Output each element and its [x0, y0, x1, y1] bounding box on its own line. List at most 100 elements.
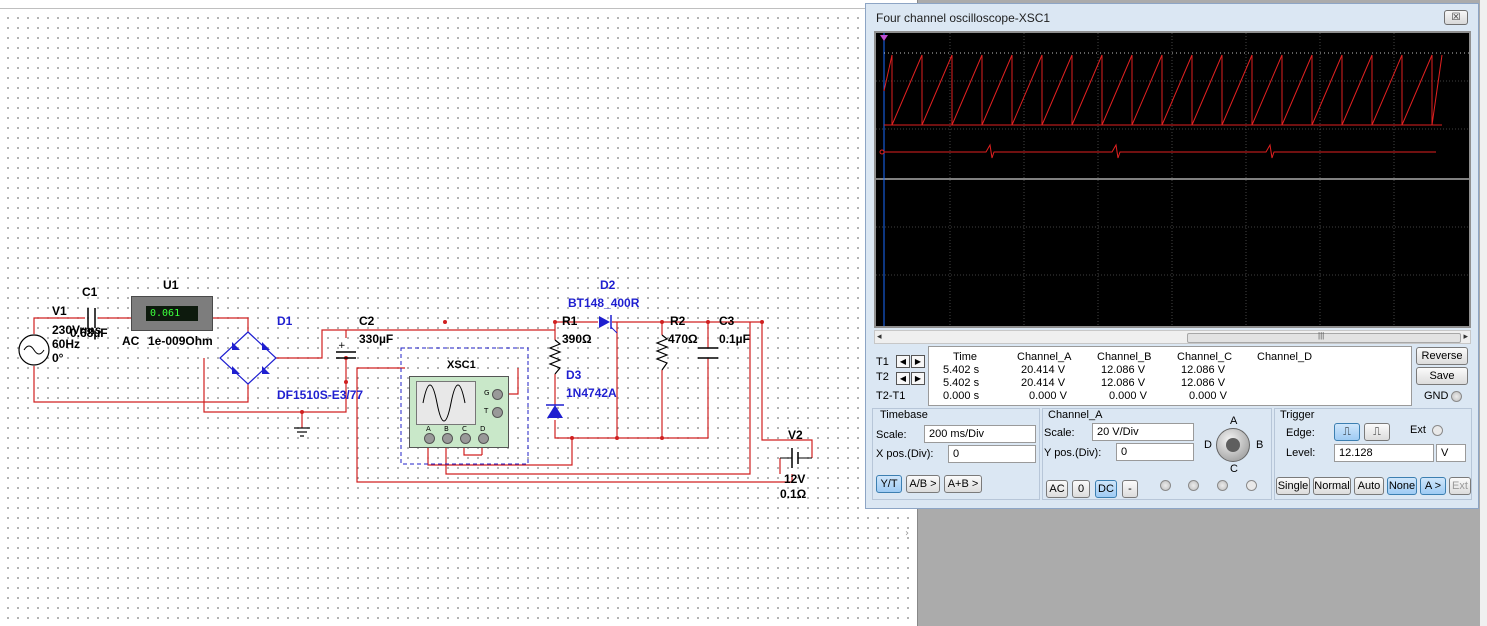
scope-screen[interactable] [874, 31, 1471, 328]
channel-b-terminal[interactable] [1188, 480, 1199, 491]
single-button[interactable]: Single [1276, 477, 1310, 495]
auto-button[interactable]: Auto [1354, 477, 1384, 495]
t1-channel-a: 20.414 V [1021, 364, 1066, 376]
t1-left-button[interactable]: ◀ [896, 355, 910, 368]
v1-voltage: 230Vrms [52, 323, 102, 337]
xpos-field[interactable]: 0 [948, 445, 1036, 463]
ab-button[interactable]: A/B > [906, 475, 940, 493]
horizontal-scrollbar[interactable]: ◂ ||| ▸ [874, 330, 1471, 344]
trigger-ext-button[interactable]: Ext [1449, 477, 1471, 495]
v1-name: V1 [52, 304, 67, 318]
invert-button[interactable]: - [1122, 480, 1138, 498]
t2-channel-a: 20.414 V [1021, 377, 1066, 389]
pin-g[interactable] [492, 389, 503, 400]
xsc1-name: XSC1 [447, 359, 476, 371]
rising-edge-button[interactable]: ⎍ [1334, 423, 1360, 441]
oscilloscope-symbol[interactable]: G T A B C D [409, 376, 509, 448]
oscilloscope-window[interactable]: Four channel oscilloscope-XSC1 ☒ ◂ ||| [865, 3, 1479, 509]
cursor-t2t1-label: T2-T1 [876, 390, 906, 402]
scroll-left-icon[interactable]: ◂ [877, 331, 882, 341]
t2-left-button[interactable]: ◀ [896, 372, 910, 385]
trigger-a-button[interactable]: A > [1420, 477, 1446, 495]
apb-button[interactable]: A+B > [944, 475, 982, 493]
d2-name: D2 [600, 278, 616, 292]
none-button[interactable]: None [1387, 477, 1417, 495]
schematic-canvas[interactable] [0, 0, 918, 626]
timebase-scale-field[interactable]: 200 ms/Div [924, 425, 1036, 443]
t1-channel-b: 12.086 V [1101, 364, 1146, 376]
channel-select-knob[interactable] [1216, 428, 1250, 462]
level-field[interactable]: 12.128 [1334, 444, 1434, 462]
v2-voltage: 12V [784, 472, 806, 486]
circuit-wiring: + [18, 308, 813, 483]
zero-button[interactable]: 0 [1072, 480, 1090, 498]
multimeter-u1[interactable]: 0.061 [131, 296, 213, 331]
header-channel-b: Channel_B [1097, 351, 1152, 363]
d3-name: D3 [566, 368, 582, 382]
knob-label-d: D [1204, 439, 1212, 451]
svg-text:+: + [338, 341, 346, 351]
cursor-t1-label: T1 [876, 356, 889, 368]
gnd-terminal[interactable] [1451, 391, 1462, 402]
scroll-thumb[interactable]: ||| [1187, 331, 1461, 343]
pin-a[interactable] [424, 433, 435, 444]
channel-a-terminal[interactable] [1160, 480, 1171, 491]
channel-title: Channel_A [1048, 409, 1103, 421]
r1-value: 390Ω [562, 332, 592, 346]
t2-time: 5.402 s [943, 377, 980, 389]
normal-button[interactable]: Normal [1313, 477, 1351, 495]
right-edge [1480, 0, 1487, 626]
diff-channel-b: 0.000 V [1109, 390, 1147, 402]
c3-name: C3 [719, 314, 735, 328]
knob-label-b: B [1256, 439, 1264, 451]
r2-value: 470Ω [668, 332, 698, 346]
t1-right-button[interactable]: ▶ [911, 355, 925, 368]
close-button[interactable]: ☒ [1444, 10, 1468, 25]
c1-value: 0.68µF [70, 326, 108, 340]
pin-b[interactable] [442, 433, 453, 444]
header-channel-d: Channel_D [1257, 351, 1313, 363]
ypos-field[interactable]: 0 [1116, 443, 1194, 461]
header-channel-a: Channel_A [1017, 351, 1072, 363]
d2-part: BT148_400R [568, 296, 640, 310]
yt-button[interactable]: Y/T [876, 475, 902, 493]
scroll-right-icon[interactable]: ▸ [1463, 331, 1468, 341]
channel-scale-field[interactable]: 20 V/Div [1092, 423, 1194, 441]
ac-button[interactable]: AC [1046, 480, 1068, 498]
t2-right-button[interactable]: ▶ [911, 372, 925, 385]
u1-name: U1 [163, 278, 179, 292]
header-time: Time [953, 351, 978, 363]
pin-c[interactable] [460, 433, 471, 444]
pin-d[interactable] [478, 433, 489, 444]
u1-resistance: 1e-009Ohm [148, 334, 213, 348]
reverse-button[interactable]: Reverse [1416, 347, 1468, 365]
c2-value: 330µF [359, 332, 394, 346]
c3-value: 0.1µF [719, 332, 750, 346]
r2-name: R2 [670, 314, 686, 328]
ypos-label: Y pos.(Div): [1044, 447, 1102, 459]
timebase-group [872, 408, 1040, 500]
channel-c-terminal[interactable] [1217, 480, 1228, 491]
c2-name: C2 [359, 314, 375, 328]
dc-button[interactable]: DC [1095, 480, 1117, 498]
pin-g-label: G [484, 389, 490, 397]
pin-t[interactable] [492, 407, 503, 418]
save-button[interactable]: Save [1416, 367, 1468, 385]
scope-symbol-screen [416, 381, 476, 425]
scroll-arrow-icon[interactable]: › [905, 528, 909, 539]
top-ruler [0, 0, 918, 9]
knob-center-icon [1226, 438, 1240, 452]
t2-channel-c: 12.086 V [1181, 377, 1226, 389]
sine-wave-icon [422, 384, 466, 422]
falling-edge-button[interactable]: ⎍ [1364, 423, 1390, 441]
pin-d-label: D [480, 425, 486, 433]
ext-label: Ext [1410, 424, 1426, 436]
d1-name: D1 [277, 314, 293, 328]
level-unit-field[interactable]: V [1436, 444, 1466, 462]
t1-time: 5.402 s [943, 364, 980, 376]
d1-part: DF1510S-E3/77 [277, 388, 364, 402]
channel-d-terminal[interactable] [1246, 480, 1257, 491]
pin-c-label: C [462, 425, 467, 433]
window-title: Four channel oscilloscope-XSC1 [876, 11, 1051, 25]
ext-terminal[interactable] [1432, 425, 1443, 436]
